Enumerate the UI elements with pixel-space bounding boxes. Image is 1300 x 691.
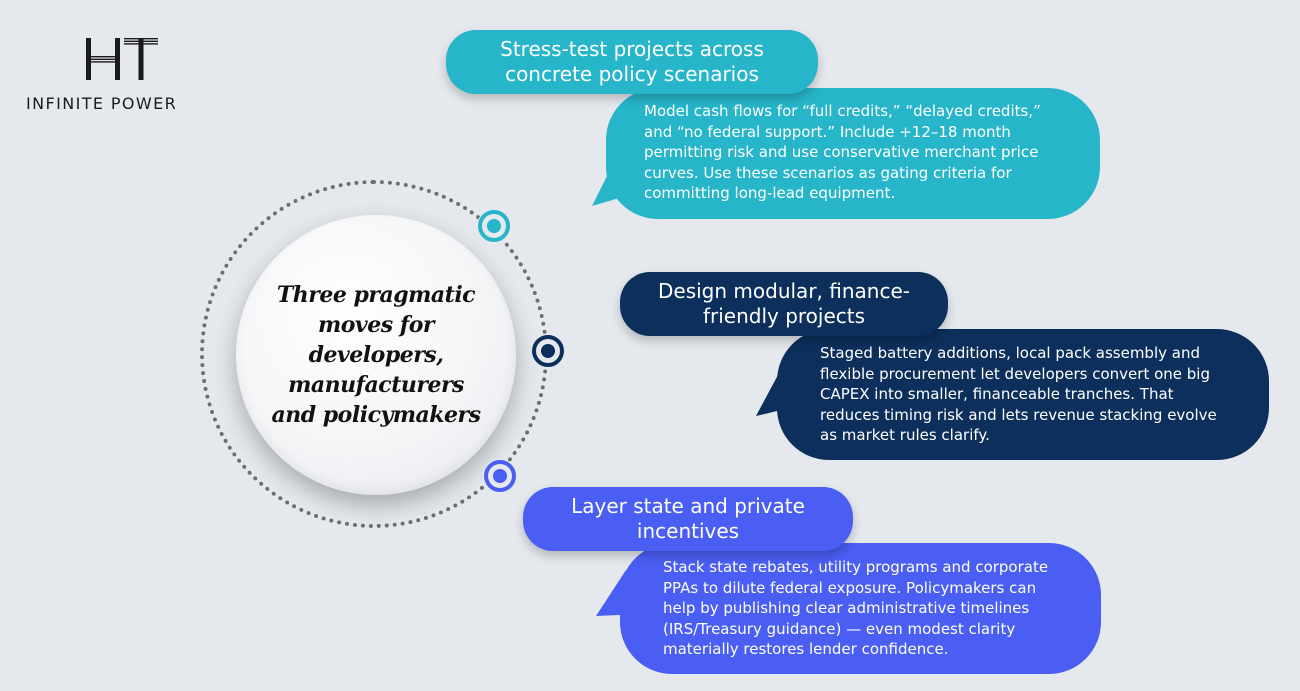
brand-logo: INFINITE POWER <box>22 38 232 118</box>
node-move-3 <box>483 459 517 493</box>
center-circle: Three pragmatic moves for developers, ma… <box>236 215 516 495</box>
move-1-heading: Stress-test projects across concrete pol… <box>446 30 818 94</box>
node-move-1 <box>477 209 511 243</box>
move-2-heading: Design modular, finance-friendly project… <box>620 272 948 336</box>
move-2-body: Staged battery additions, local pack ass… <box>777 329 1269 460</box>
move-3-body: Stack state rebates, utility programs an… <box>620 543 1101 674</box>
move-1-body: Model cash flows for “full credits,” “de… <box>606 88 1100 219</box>
ht-logo-mark <box>86 38 158 80</box>
node-move-2 <box>531 334 565 368</box>
move-3-heading: Layer state and private incentives <box>523 487 853 551</box>
brand-tagline: INFINITE POWER <box>26 94 178 113</box>
center-title: Three pragmatic moves for developers, ma… <box>271 282 482 428</box>
